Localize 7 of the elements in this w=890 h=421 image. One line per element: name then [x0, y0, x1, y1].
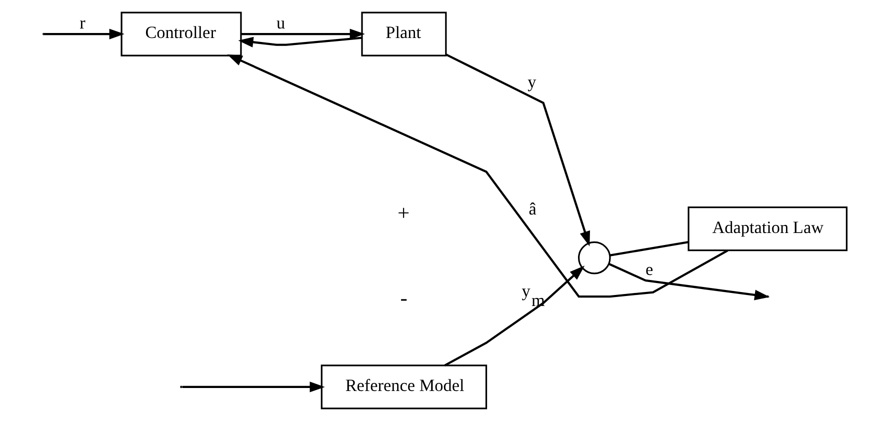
edge-label: u	[276, 13, 286, 32]
edge-label: â	[528, 200, 536, 219]
edge-label: y	[528, 72, 536, 92]
edge-label: e	[646, 260, 654, 279]
label: +	[398, 201, 410, 226]
edge-label: r	[80, 13, 86, 32]
label: -	[400, 286, 408, 310]
